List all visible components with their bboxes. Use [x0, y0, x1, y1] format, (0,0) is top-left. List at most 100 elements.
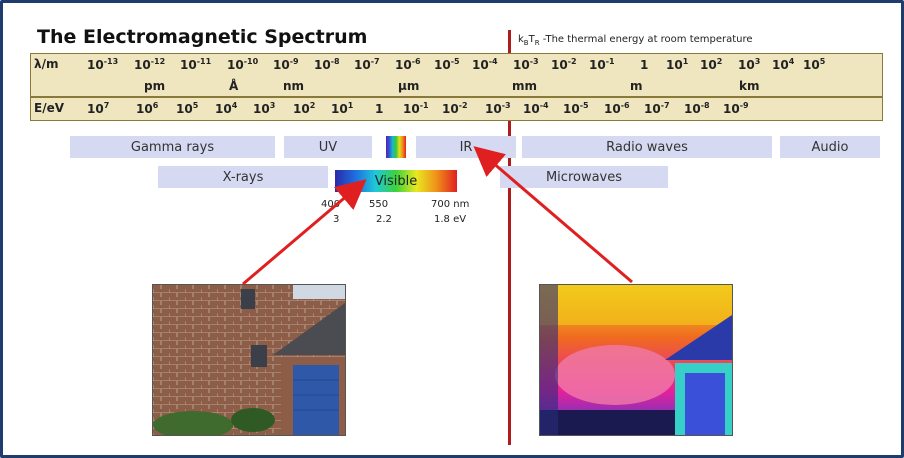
- wavelength-value-exponent: -1: [605, 57, 615, 66]
- energy-axis-label: E/eV: [34, 101, 65, 115]
- region-audio: Audio: [780, 136, 880, 158]
- visible-energy-2-2: 2.2: [376, 214, 392, 225]
- energy-value-exponent: 7: [103, 101, 110, 110]
- wavelength-value-base: 10: [314, 58, 331, 72]
- wavelength-value-7: 10-6: [395, 57, 421, 72]
- thermal-note-text: -The thermal energy at room temperature: [539, 34, 753, 45]
- energy-value-exponent: -1: [419, 101, 429, 110]
- energy-value-16: 10-9: [723, 101, 749, 116]
- energy-value-base: 10: [644, 102, 661, 116]
- energy-value-exponent: 3: [269, 101, 276, 110]
- wavelength-value-exponent: -3: [529, 57, 539, 66]
- energy-value-base: 10: [684, 102, 701, 116]
- wavelength-unit-0: pm: [144, 79, 166, 93]
- energy-value-base: 10: [485, 102, 502, 116]
- energy-value-12: 10-5: [563, 101, 589, 116]
- visible-label: Visible: [374, 173, 418, 189]
- energy-value-base: 10: [293, 102, 310, 116]
- wavelength-axis-label: λ/m: [34, 57, 59, 71]
- region-x-rays: X-rays: [158, 166, 328, 188]
- visible-light-house-photo: [152, 284, 346, 436]
- wavelength-value-base: 10: [513, 58, 530, 72]
- wavelength-value-exponent: -11: [196, 57, 212, 66]
- energy-value-exponent: -4: [539, 101, 549, 110]
- energy-value-exponent: -9: [739, 101, 749, 110]
- wavelength-value-8: 10-5: [434, 57, 460, 72]
- visible-wavelength-700: 700 nm: [431, 199, 470, 210]
- visible-energy-3: 3: [333, 214, 340, 225]
- wavelength-value-exponent: -13: [103, 57, 119, 66]
- energy-value-4: 103: [253, 101, 275, 116]
- wavelength-value-2: 10-11: [180, 57, 211, 72]
- kbt-k: k: [518, 34, 524, 45]
- energy-value-9: 10-2: [442, 101, 468, 116]
- wavelength-value-base: 10: [180, 58, 197, 72]
- wavelength-value-18: 105: [803, 57, 825, 72]
- infrared-thermal-house-photo: [539, 284, 733, 436]
- arrow-photo-to-visible: [242, 179, 367, 286]
- thermal-energy-marker-line: [508, 30, 511, 445]
- wavelength-unit-4: mm: [512, 79, 538, 93]
- energy-value-exponent: 2: [309, 101, 316, 110]
- wavelength-value-16: 103: [738, 57, 760, 72]
- wavelength-value-12: 10-1: [589, 57, 615, 72]
- wavelength-value-base: 10: [700, 58, 717, 72]
- kbt-t: T: [528, 34, 535, 45]
- wavelength-value-base: 10: [134, 58, 151, 72]
- wavelength-value-base: 10: [273, 58, 290, 72]
- energy-value-10: 10-3: [485, 101, 511, 116]
- energy-value-13: 10-6: [604, 101, 630, 116]
- energy-value-8: 10-1: [403, 101, 429, 116]
- energy-value-exponent: -8: [700, 101, 710, 110]
- energy-value-15: 10-8: [684, 101, 710, 116]
- wavelength-value-exponent: 3: [754, 57, 761, 66]
- energy-value-exponent: -5: [579, 101, 589, 110]
- wavelength-value-base: 10: [87, 58, 104, 72]
- wavelength-value-exponent: -7: [370, 57, 380, 66]
- energy-value-base: 10: [87, 102, 104, 116]
- wavelength-value-exponent: -12: [150, 57, 166, 66]
- energy-value-base: 10: [403, 102, 420, 116]
- arrow-photo-to-ir: [473, 146, 633, 284]
- energy-value-exponent: -3: [501, 101, 511, 110]
- energy-band: [30, 97, 883, 121]
- wavelength-value-base: 10: [354, 58, 371, 72]
- wavelength-unit-3: μm: [398, 79, 420, 93]
- energy-value-exponent: 4: [231, 101, 238, 110]
- kbt-sub-b: B: [523, 39, 529, 47]
- wavelength-value-base: 10: [772, 58, 789, 72]
- energy-value-1: 106: [136, 101, 158, 116]
- energy-value-base: 10: [331, 102, 348, 116]
- energy-value-2: 105: [176, 101, 198, 116]
- wavelength-value-6: 10-7: [354, 57, 380, 72]
- wavelength-value-10: 10-3: [513, 57, 539, 72]
- wavelength-value-base: 10: [395, 58, 412, 72]
- energy-value-base: 10: [723, 102, 740, 116]
- energy-value-3: 104: [215, 101, 237, 116]
- region-microwaves: Microwaves: [500, 166, 668, 188]
- visible-energy-1-8: 1.8 eV: [434, 214, 467, 225]
- wavelength-value-exponent: -9: [289, 57, 299, 66]
- energy-value-base: 10: [253, 102, 270, 116]
- wavelength-value-exponent: 5: [819, 57, 826, 66]
- wavelength-value-base: 1: [640, 58, 649, 72]
- energy-value-base: 10: [604, 102, 621, 116]
- wavelength-value-base: 10: [227, 58, 244, 72]
- wavelength-unit-6: km: [739, 79, 760, 93]
- wavelength-value-13: 1: [640, 57, 648, 72]
- wavelength-unit-2: nm: [283, 79, 305, 93]
- energy-value-exponent: 5: [192, 101, 199, 110]
- wavelength-value-15: 102: [700, 57, 722, 72]
- wavelength-band: [30, 53, 883, 97]
- energy-value-7: 1: [375, 101, 383, 116]
- wavelength-unit-5: m: [630, 79, 643, 93]
- energy-value-14: 10-7: [644, 101, 670, 116]
- wavelength-value-11: 10-2: [551, 57, 577, 72]
- wavelength-value-base: 10: [589, 58, 606, 72]
- energy-value-exponent: -6: [620, 101, 630, 110]
- wavelength-value-1: 10-12: [134, 57, 165, 72]
- wavelength-value-17: 104: [772, 57, 794, 72]
- region-uv: UV: [284, 136, 372, 158]
- region-gamma-rays: Gamma rays: [70, 136, 275, 158]
